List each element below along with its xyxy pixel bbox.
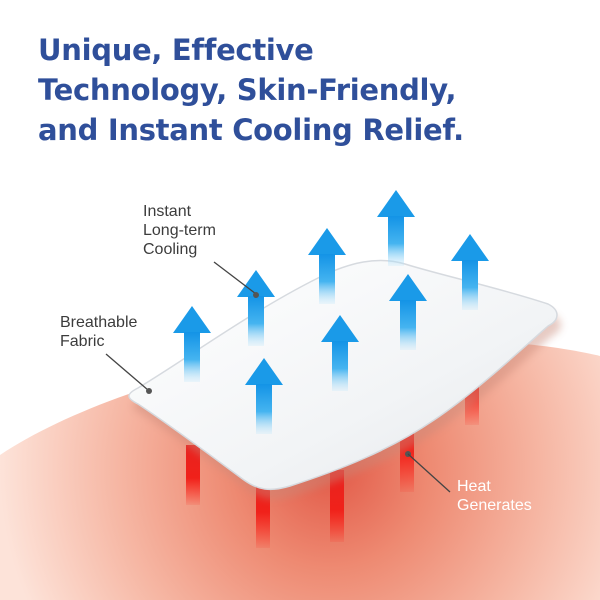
fabric-label-line-1: Breathable — [60, 314, 137, 331]
callout-dot — [146, 388, 152, 394]
cooling-label-line-2: Long-term — [143, 222, 216, 239]
callout-line — [105, 353, 149, 391]
headline: Unique, Effective Technology, Skin-Frien… — [38, 30, 578, 150]
heat-label-line-2: Generates — [457, 497, 532, 514]
cooling-label-line-1: Instant — [143, 203, 192, 220]
callout-dot — [253, 292, 259, 298]
callout-line — [213, 261, 257, 295]
callout-heat: Heat Generates — [405, 451, 532, 514]
callout-line — [407, 453, 451, 493]
callout-cooling: Instant Long-term Cooling — [143, 203, 259, 298]
fabric-label-line-2: Fabric — [60, 333, 104, 350]
heat-line — [186, 445, 200, 505]
callout-fabric: Breathable Fabric — [60, 314, 152, 394]
cooling-arrow — [377, 190, 415, 266]
cooling-label-line-3: Cooling — [143, 241, 197, 258]
headline-line-2: Technology, Skin-Friendly, — [38, 73, 457, 107]
headline-line-3: and Instant Cooling Relief. — [38, 113, 464, 147]
heat-label-line-1: Heat — [457, 478, 491, 495]
headline-line-1: Unique, Effective — [38, 33, 314, 67]
